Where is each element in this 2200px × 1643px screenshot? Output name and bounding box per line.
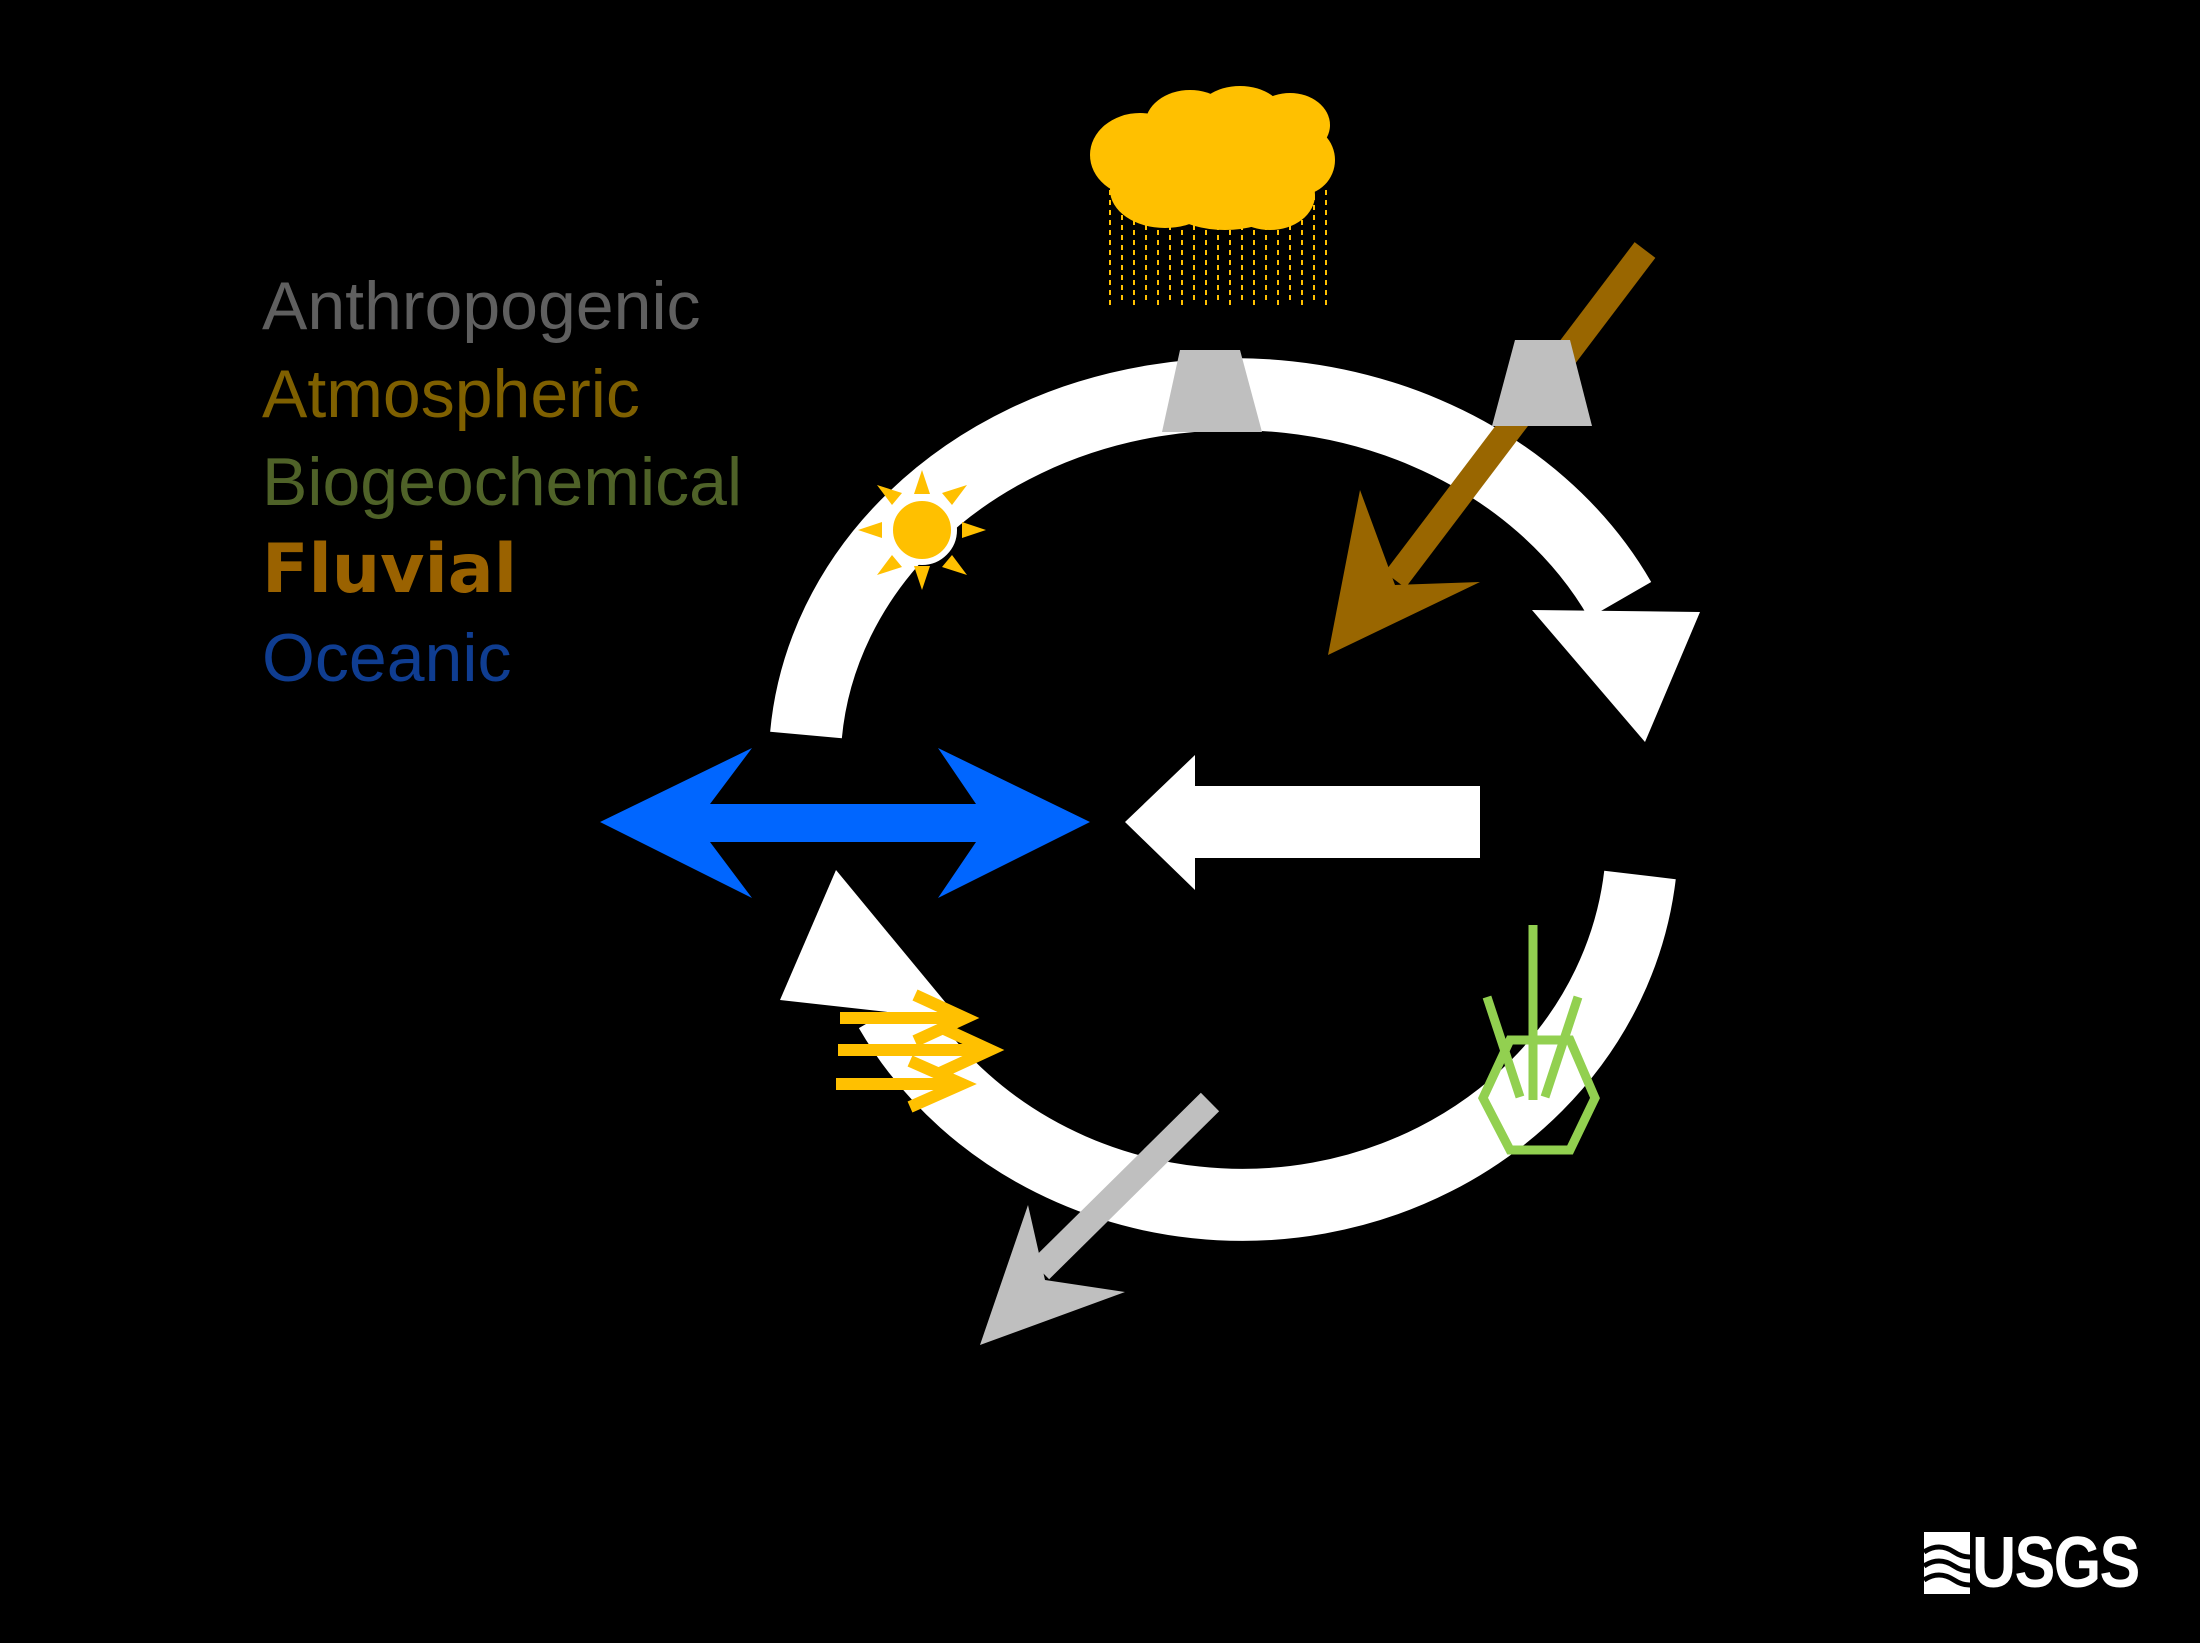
oceanic-double-arrow <box>600 748 1090 898</box>
anthropogenic-arrowhead <box>980 1205 1125 1345</box>
usgs-logo-icon <box>1924 1532 1970 1594</box>
legend-oceanic: Oceanic <box>262 620 512 696</box>
cycle-ring-upper <box>770 358 1652 739</box>
plant-pot-icon <box>1477 925 1600 1155</box>
legend-atmospheric: Atmospheric <box>262 356 640 432</box>
cycle-arrowhead-left <box>780 870 960 1020</box>
legend-anthropogenic: Anthropogenic <box>262 268 701 344</box>
fluvial-arrowhead <box>1328 490 1480 655</box>
legend: Anthropogenic Atmospheric Biogeochemical… <box>262 262 742 702</box>
usgs-logo-text: USGS <box>1971 1523 2140 1603</box>
wind-arrows-icon <box>836 989 1005 1113</box>
usgs-logo: USGS <box>1924 1523 2168 1603</box>
cycle-ring-lower <box>858 870 1676 1241</box>
cycle-arrowhead-right <box>1532 610 1700 742</box>
sun-icon <box>858 470 986 590</box>
central-white-arrow <box>1125 755 1480 890</box>
legend-fluvial: Fluvial <box>262 530 517 609</box>
dam-structure-icon <box>1492 340 1592 426</box>
anthropogenic-arrow-shaft <box>1030 1092 1220 1280</box>
rain-cloud-icon <box>1090 86 1335 305</box>
legend-biogeochemical: Biogeochemical <box>262 444 743 520</box>
dam-structure-icon <box>1162 350 1262 432</box>
